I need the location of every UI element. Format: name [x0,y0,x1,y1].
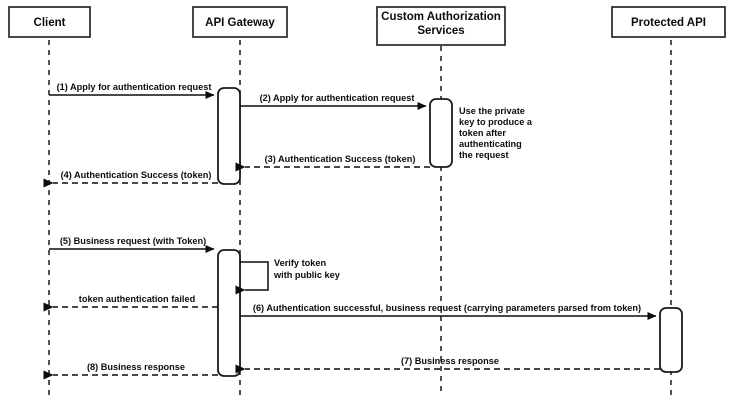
note-private-key-line-5: the request [459,150,509,160]
lifelines-group [48,40,672,396]
message-token-authentication-failed[interactable]: token authentication failed [43,294,218,312]
activation-bars-group [217,87,683,377]
self-message-verify-token-label-line2: with public key [273,270,341,280]
message-4[interactable]: (4) Authentication Success (token) [43,170,218,188]
actor-label-custom-authorization-services-line2: Services [417,25,464,37]
actor-box-protected-api [611,6,726,38]
actor-header-protected-api[interactable]: Protected API [611,6,726,38]
actor-box-api-gateway [192,6,288,38]
actor-header-custom-authorization-services[interactable]: Custom Authorization Services [376,6,506,46]
message-8-label: (8) Business response [87,362,185,372]
activation-bar-gateway-auth [217,87,241,185]
activation-bar-protected-api [659,307,683,373]
message-1-label: (1) Apply for authentication request [57,82,212,92]
message-7-label: (7) Business response [401,356,499,366]
actor-label-api-gateway: API Gateway [205,17,275,29]
message-5-label: (5) Business request (with Token) [60,236,206,246]
self-message-verify-token-label-line1: Verify token [274,258,326,268]
actor-label-protected-api: Protected API [631,17,706,29]
message-2[interactable]: (2) Apply for authentication request [240,93,427,110]
self-message-verify-token-arrow [235,261,269,295]
actor-box-custom-authorization-services [376,6,506,46]
note-private-key-line-2: key to produce a [459,117,533,127]
message-8[interactable]: (8) Business response [43,362,218,380]
note-private-key-line-1: Use the private [459,106,525,116]
actor-label-client: Client [34,17,66,29]
note-private-key-line-4: authenticating [459,139,522,149]
actor-header-client[interactable]: Client [8,6,91,38]
message-7[interactable]: (7) Business response [235,356,660,374]
message-5[interactable]: (5) Business request (with Token) [49,236,215,253]
note-private-key: Use the private key to produce a token a… [459,106,533,160]
actor-headers-group: Client API Gateway Custom Authorization … [8,6,726,46]
self-message-verify-token[interactable]: Verify token with public key [235,258,341,295]
note-private-key-line-3: token after [459,128,506,138]
message-3-label: (3) Authentication Success (token) [265,154,416,164]
message-3[interactable]: (3) Authentication Success (token) [235,154,430,172]
actor-label-custom-authorization-services-line1: Custom Authorization [381,11,501,23]
message-token-authentication-failed-label: token authentication failed [79,294,195,304]
activation-bar-cas [429,98,453,168]
message-6-label: (6) Authentication successful, business … [253,303,641,313]
actor-header-api-gateway[interactable]: API Gateway [192,6,288,38]
actor-box-client [8,6,91,38]
message-4-label: (4) Authentication Success (token) [61,170,212,180]
message-6[interactable]: (6) Authentication successful, business … [240,303,657,320]
activation-bar-gateway-business [217,249,241,377]
message-2-label: (2) Apply for authentication request [260,93,415,103]
message-1[interactable]: (1) Apply for authentication request [49,82,215,99]
